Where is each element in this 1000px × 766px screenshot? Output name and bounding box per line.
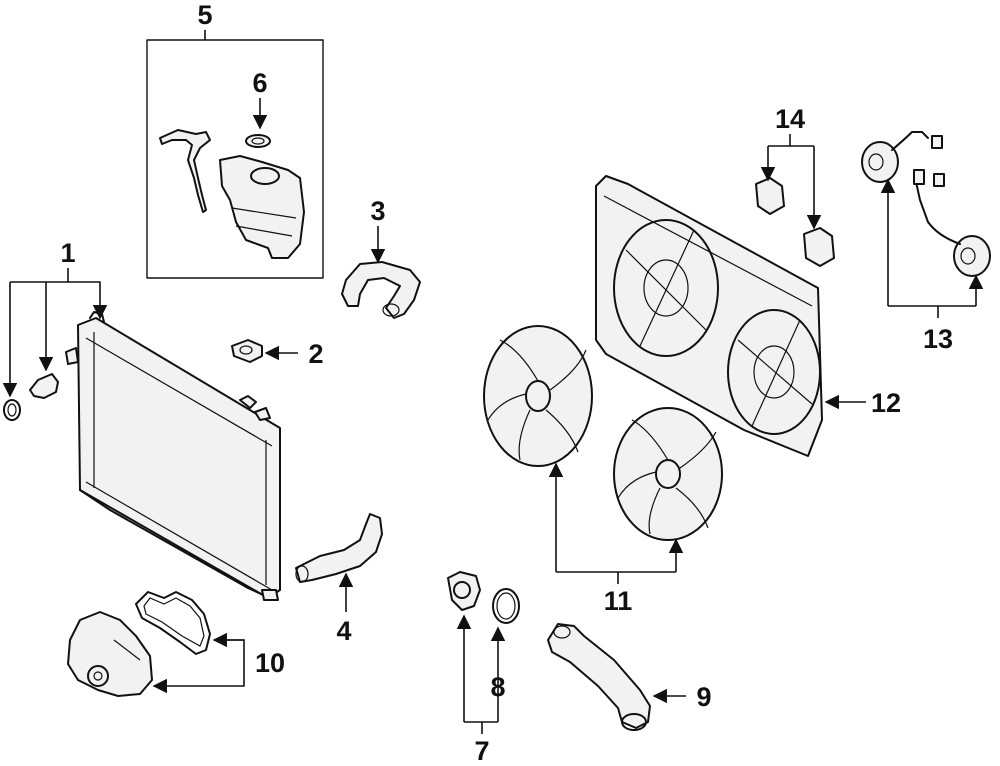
callout-10: 10: [255, 648, 285, 678]
callout-14: 14: [775, 104, 805, 134]
cooling-fan-left: [483, 325, 593, 467]
callout-3: 3: [370, 196, 385, 226]
connector-left: [755, 177, 785, 215]
callout-7: 7: [474, 736, 489, 766]
water-pump-gasket: [135, 591, 211, 655]
upper-radiator-hose: [341, 261, 421, 319]
radiator-cap: [231, 339, 263, 363]
radiator: [65, 311, 281, 601]
callout-2: 2: [308, 339, 323, 369]
fan-shroud: [595, 175, 823, 457]
callout-12: 12: [871, 388, 901, 418]
callout-5: 5: [197, 0, 212, 30]
thermostat: [447, 571, 481, 611]
fan-motor-upper: [861, 131, 943, 183]
lower-radiator-hose: [295, 513, 383, 583]
callout-1: 1: [60, 238, 75, 268]
water-outlet-pipe: [547, 623, 651, 731]
callout-4: 4: [336, 616, 351, 646]
reservoir-hose: [159, 129, 211, 213]
callout-13: 13: [923, 324, 953, 354]
connector-right: [803, 227, 835, 267]
thermostat-gasket: [492, 588, 520, 624]
drain-plug: [29, 373, 59, 399]
reservoir-assembly-box: [146, 30, 324, 279]
reservoir-cap: [245, 134, 271, 148]
callout-9: 9: [696, 682, 711, 712]
callout-8: 8: [490, 672, 505, 702]
cooling-fan-right: [613, 407, 723, 541]
callout-11: 11: [604, 586, 633, 616]
fan-motor-lower: [913, 169, 991, 277]
drain-plug-oring: [3, 399, 21, 421]
callout-6: 6: [252, 68, 267, 98]
water-pump: [67, 611, 153, 697]
reservoir-tank: [219, 155, 305, 259]
